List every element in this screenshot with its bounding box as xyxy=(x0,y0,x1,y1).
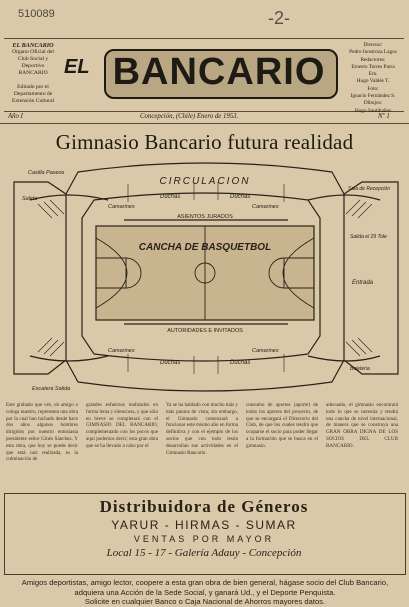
logo-frame xyxy=(104,49,338,99)
dateline: Año I Concepción, (Chile) Enero de 1953.… xyxy=(0,111,409,124)
masthead-right-line: Foto: xyxy=(367,85,379,92)
gymnasium-floor-plan: CIRCULACION Casilla Paseos ASIENTOS JURA… xyxy=(13,162,399,392)
masthead-left-line: Extensión Cultural xyxy=(11,98,55,104)
logo-prefix: EL xyxy=(64,56,90,78)
label-sala-bottom: Escalera Salida xyxy=(32,386,70,392)
label-circulacion: CIRCULACION xyxy=(160,176,251,187)
masthead-left-title: EL BANCARIO xyxy=(12,42,54,49)
label-entrada: Entrada xyxy=(352,280,374,286)
label-salida-left: Salida xyxy=(22,196,37,202)
article-column-2: grandes esfuerzos realizados en forma le… xyxy=(86,402,158,449)
advertisement xyxy=(4,493,406,575)
masthead-right-line: Pedro Inostroza Lagos xyxy=(349,49,397,56)
ad-address: Local 15 - 17 - Galería Adauy - Concepci… xyxy=(106,547,302,559)
label-sala-top: Casilla Paseos xyxy=(28,170,65,176)
masthead-right-line: Ernesto Torres Parra xyxy=(351,63,395,70)
label-sala-recepcion: Sala de Recepción xyxy=(348,186,390,192)
masthead-left-line: Club Social y Deportivo xyxy=(17,56,49,69)
label-salida-right: Salida el 29 Tole xyxy=(350,234,387,240)
masthead-right-line: Dibujos: xyxy=(363,100,383,107)
article-column-3: Ya se ha hablado con mucho más y más pun… xyxy=(166,402,238,456)
article-column-1: Este grabado que vés, oh amigo o colega … xyxy=(6,402,78,463)
masthead xyxy=(4,38,404,112)
masthead-right-line: Hugo Santibañez xyxy=(354,107,392,114)
masthead-left-line: Departamento de xyxy=(13,91,53,97)
label-duchas-top-2: Duchas xyxy=(230,194,250,200)
label-camarines-top: Camarines xyxy=(108,204,135,210)
masthead-right-line: Redactores: xyxy=(360,56,386,63)
masthead-left-line xyxy=(6,77,60,84)
label-seats-top: ASIENTOS JURADOS xyxy=(177,214,233,220)
masthead-right-line: Director: xyxy=(363,42,383,48)
ad-title: Distribuidora de Géneros xyxy=(99,497,309,516)
label-court: CANCHA DE BASQUETBOL xyxy=(139,242,271,253)
ad-brands: YARUR - HIRMAS - SUMAR xyxy=(111,518,297,532)
label-camarines-bottom: Camarines xyxy=(108,348,135,354)
footer-line-2: Solicite en cualquier Banco o Caja Nacio… xyxy=(84,597,326,606)
label-duchas-bottom-2: Duchas xyxy=(230,360,250,366)
label-camarines-top-2: Camarines xyxy=(252,204,279,210)
label-duchas-bottom: Duchas xyxy=(160,360,180,366)
masthead-right-line: Ern. xyxy=(368,71,378,78)
footer-line-1: Amigos deportistas, amigo lector, cooper… xyxy=(21,578,389,597)
label-boleteria: Boleteria xyxy=(350,366,370,372)
label-camarines-bottom-2: Camarines xyxy=(252,348,279,354)
masthead-left-line: BANCARIO xyxy=(18,70,48,76)
archive-stamp: 510089 xyxy=(18,8,55,20)
page-number: -2- xyxy=(268,8,290,28)
issue-number: Nº 1 xyxy=(378,113,390,120)
headline: Gimnasio Bancario futura realidad xyxy=(55,130,354,154)
place-date: Concepción, (Chile) Enero de 1953. xyxy=(140,113,239,120)
masthead-right-line: Ignacio Fernández S. xyxy=(350,93,396,100)
logo: BANCARIO xyxy=(112,51,326,93)
masthead-left-line: Editado por el xyxy=(17,84,49,90)
article-column-4: consumo de aportes (aporte) de todos los… xyxy=(246,402,318,449)
label-seats-bottom: AUTORIDADES E INVITADOS xyxy=(167,328,243,334)
label-duchas-top: Duchas xyxy=(160,194,180,200)
ad-subtitle: VENTAS POR MAYOR xyxy=(133,534,275,544)
footer-appeal: Amigos deportistas, amigo lector, cooper… xyxy=(10,578,400,607)
article-column-5: adecuado, el gimnasio encontrará todo lo… xyxy=(326,402,398,449)
issue-year: Año I xyxy=(8,113,23,120)
masthead-left-line: Organo Oficial del xyxy=(12,49,54,55)
masthead-right-line: Hugo Valdés T. xyxy=(356,78,390,85)
